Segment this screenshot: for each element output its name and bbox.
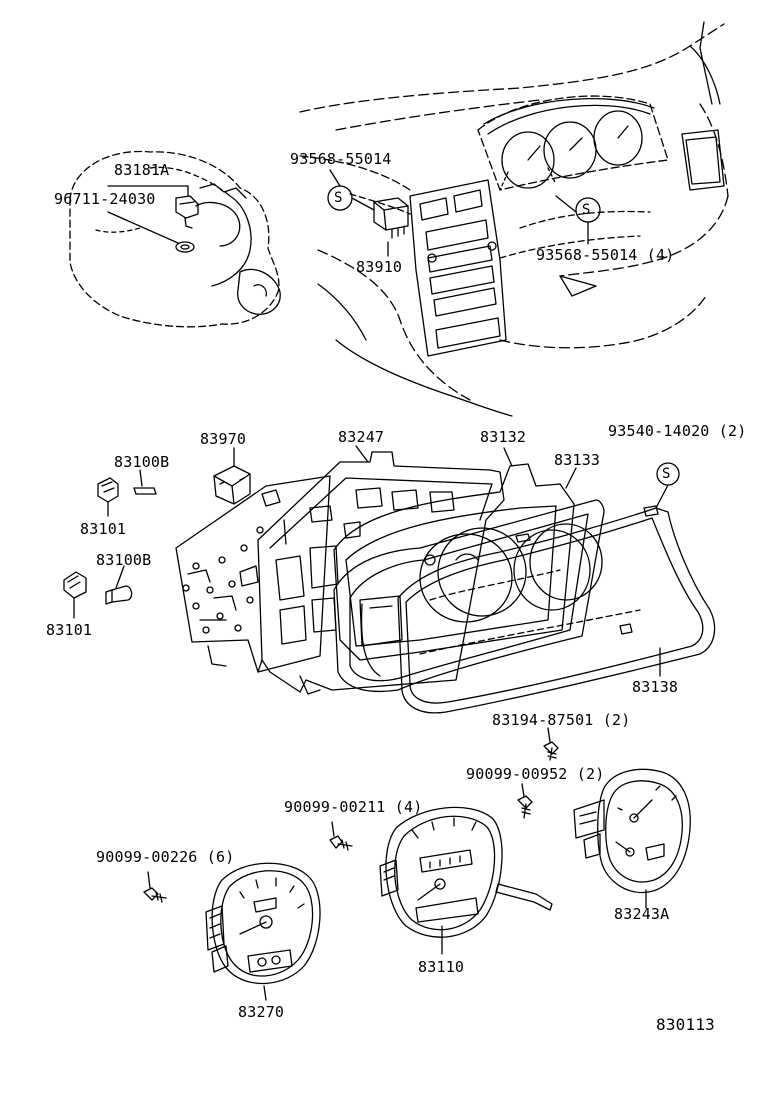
part-label-96711-24030: 96711-24030 xyxy=(54,190,156,208)
gauge-83243A-drawing xyxy=(573,768,691,909)
cluster-face-drawing xyxy=(333,499,605,693)
speedometer-83110-drawing xyxy=(379,806,553,955)
part-label-93568-55014-4: 93568-55014 (4) xyxy=(536,246,675,264)
meter-case-drawing xyxy=(257,451,505,695)
part-label-83243A: 83243A xyxy=(614,905,670,923)
part-label-83110: 83110 xyxy=(418,958,465,976)
part-label-83910: 83910 xyxy=(356,258,403,276)
part-label-83970: 83970 xyxy=(200,430,247,448)
meter-glass-drawing xyxy=(397,462,716,714)
part-label-90099-00211-4: 90099-00211 (4) xyxy=(284,798,423,816)
bulbs-sockets-drawing xyxy=(63,445,577,619)
part-label-83101-b: 83101 xyxy=(46,621,93,639)
screws-drawing xyxy=(143,727,559,903)
part-label-83247: 83247 xyxy=(338,428,385,446)
dashboard-drawing xyxy=(299,21,729,417)
s-symbol-b: S xyxy=(582,202,591,218)
part-label-83132: 83132 xyxy=(480,428,527,446)
meter-plate-drawing xyxy=(333,463,591,661)
part-label-83100B-a: 83100B xyxy=(114,453,170,471)
tachometer-83270-drawing xyxy=(205,862,321,1001)
figure-id: 830113 xyxy=(656,1015,715,1034)
transmission-housing-drawing xyxy=(69,150,281,328)
part-label-83138: 83138 xyxy=(632,678,679,696)
s-symbol-c: S xyxy=(662,466,671,482)
part-label-83133: 83133 xyxy=(554,451,601,469)
part-label-83270: 83270 xyxy=(238,1003,285,1021)
s-symbol-a: S xyxy=(334,190,343,206)
part-label-93568-55014: 93568-55014 xyxy=(290,150,392,168)
part-label-83100B-b: 83100B xyxy=(96,551,152,569)
part-label-90099-00952-2: 90099-00952 (2) xyxy=(466,765,605,783)
printed-circuit-drawing xyxy=(175,475,331,673)
part-label-93540-14020-2: 93540-14020 (2) xyxy=(608,422,747,440)
part-label-90099-00226-6: 90099-00226 (6) xyxy=(96,848,235,866)
part-label-83194-87501-2: 83194-87501 (2) xyxy=(492,711,631,729)
part-label-83101-a: 83101 xyxy=(80,520,127,538)
part-label-83181A: 83181A xyxy=(114,161,170,179)
